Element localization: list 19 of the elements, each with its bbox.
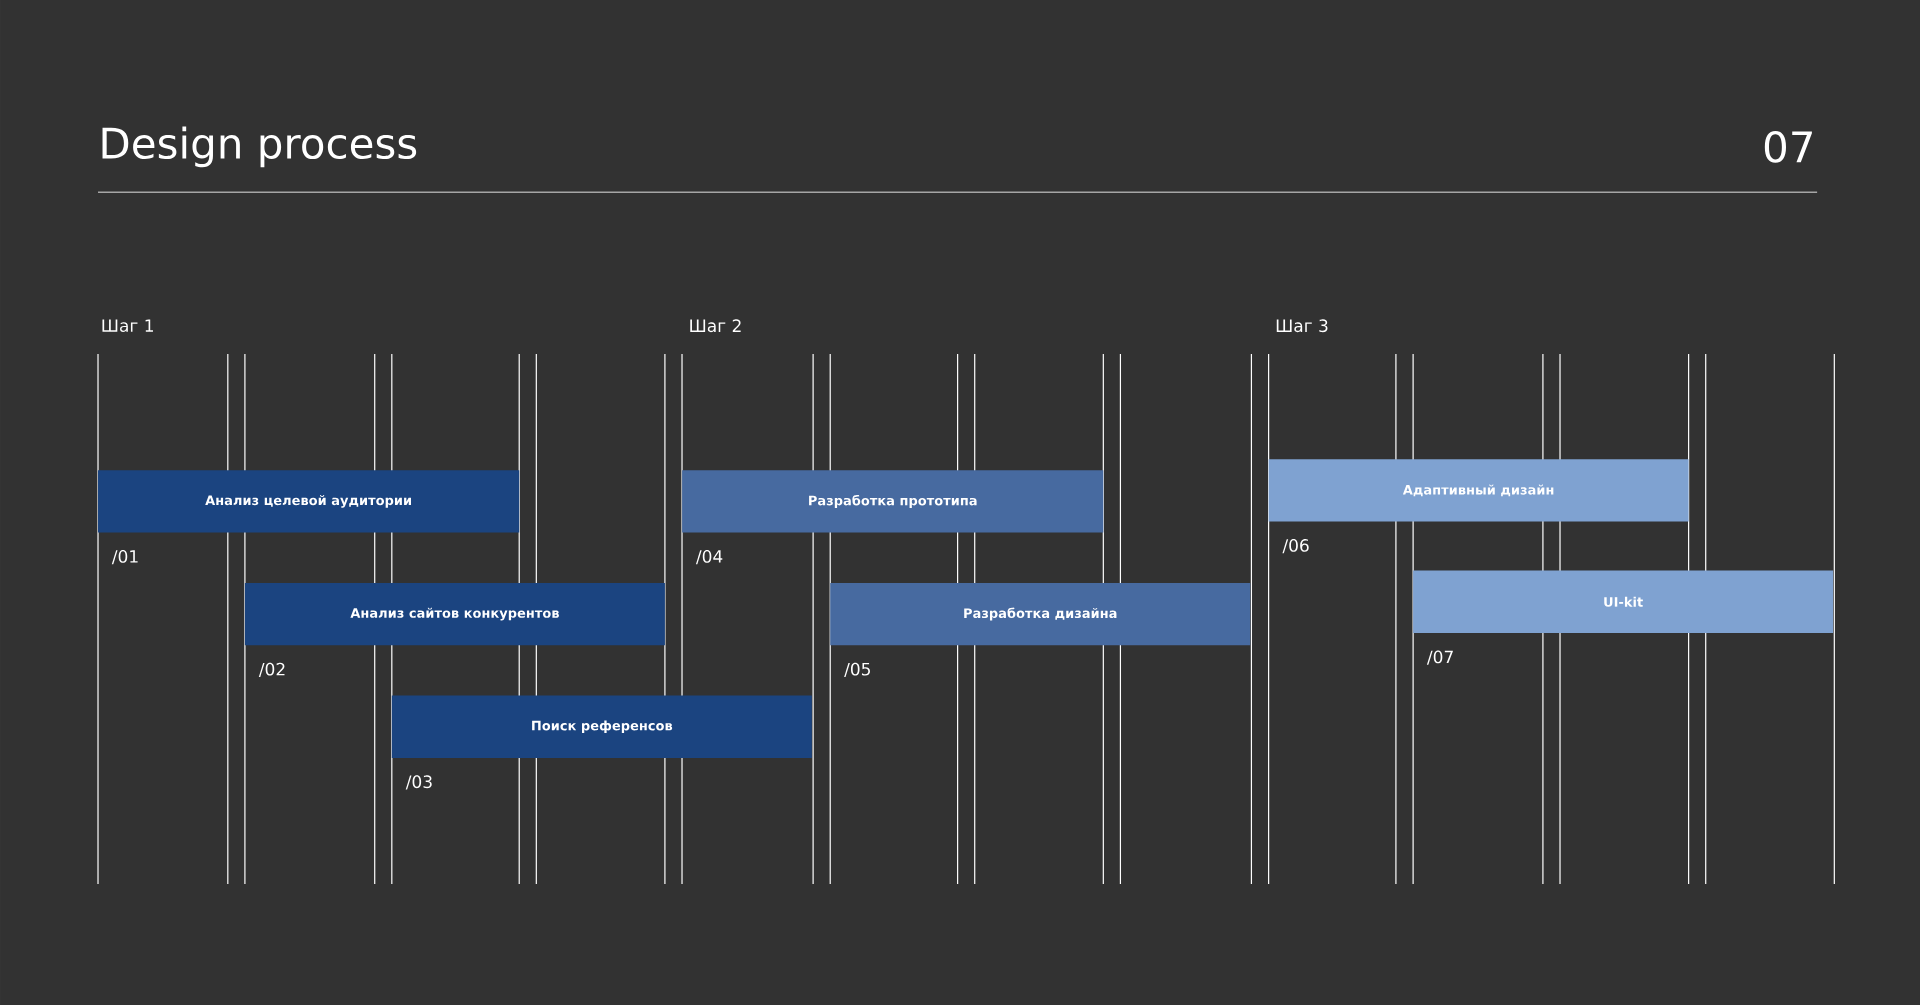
task-bar: Адаптивный дизайн xyxy=(1268,459,1689,522)
task-number: /03 xyxy=(405,775,432,790)
step-label: Шаг 3 xyxy=(1276,319,1328,333)
task-bar: Разработка дизайна xyxy=(830,582,1251,646)
task-bar: Анализ сайтов конкурентов xyxy=(244,582,665,646)
task-number: /07 xyxy=(1426,650,1453,665)
step-label: Шаг 1 xyxy=(102,319,153,332)
task-bar: UI-kit xyxy=(1413,570,1834,633)
page-number: 07 xyxy=(1764,131,1812,163)
task-bar: Анализ целевой аудитории xyxy=(98,470,520,533)
step-label: Шаг 2 xyxy=(690,319,741,333)
task-number: /06 xyxy=(1282,539,1309,554)
task-number: /02 xyxy=(258,662,285,677)
task-number: /01 xyxy=(111,550,138,565)
task-number: /04 xyxy=(695,550,723,565)
task-number: /05 xyxy=(844,662,870,677)
title: Design process xyxy=(102,126,417,168)
task-bar: Разработка прототипа xyxy=(682,470,1104,533)
task-bar: Поиск референсов xyxy=(391,695,812,758)
